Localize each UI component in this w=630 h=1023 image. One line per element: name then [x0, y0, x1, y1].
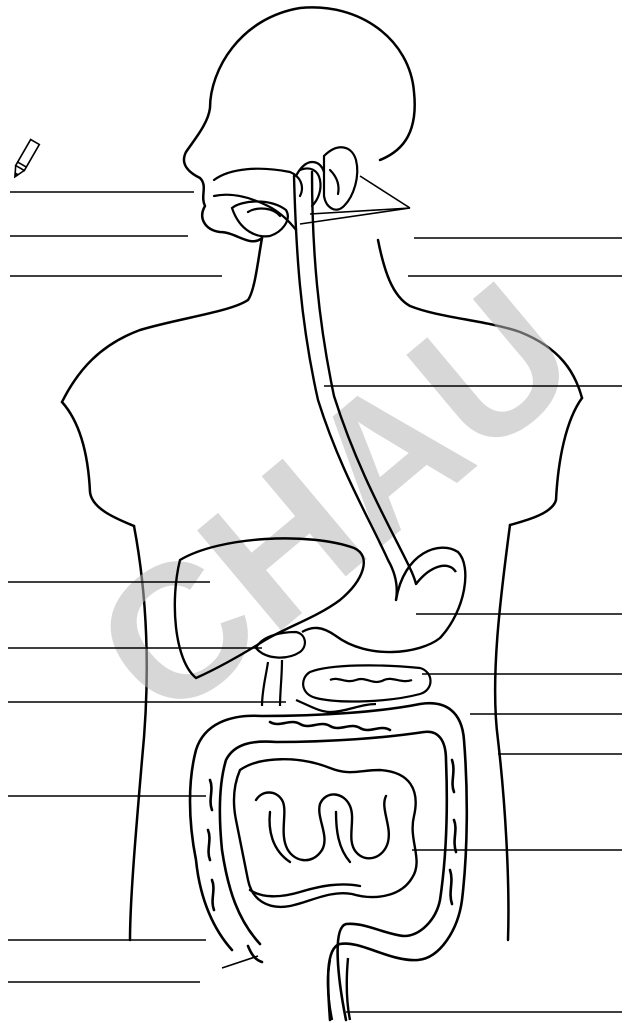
watermark: CHAU — [56, 243, 613, 758]
label-pointer-salivary-3 — [310, 208, 410, 214]
label-pointer-salivary-2 — [300, 208, 410, 224]
watermark-text: CHAU — [56, 243, 613, 758]
label-pointer-appendix — [222, 956, 258, 968]
mouth-region — [214, 147, 357, 236]
small-intestine — [234, 759, 417, 907]
pencil-icon — [11, 140, 40, 180]
label-pointer-salivary-1 — [360, 176, 410, 208]
